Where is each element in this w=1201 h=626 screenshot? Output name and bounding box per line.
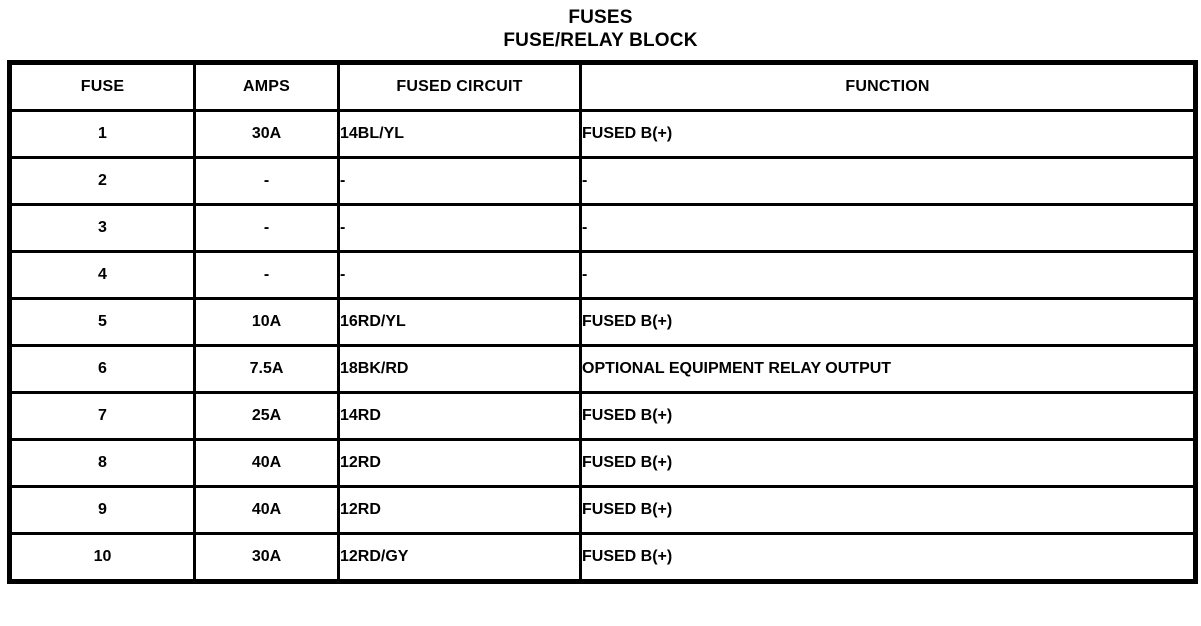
cell-function: FUSED B(+) [579, 532, 1197, 583]
column-header-circuit: FUSED CIRCUIT [337, 61, 582, 112]
cell-function: OPTIONAL EQUIPMENT RELAY OUTPUT [579, 344, 1197, 394]
cell-fuse: 2 [8, 156, 196, 206]
cell-amps: 30A [193, 532, 340, 583]
cell-fuse: 6 [8, 344, 196, 394]
cell-function: - [579, 156, 1197, 206]
cell-fuse: 1 [8, 109, 196, 159]
column-header-amps: AMPS [193, 61, 340, 112]
cell-fuse: 8 [8, 438, 196, 488]
cell-circuit: 12RD/GY [337, 532, 582, 583]
cell-function: - [579, 203, 1197, 253]
cell-amps: 30A [193, 109, 340, 159]
cell-function: FUSED B(+) [579, 109, 1197, 159]
cell-amps: 10A [193, 297, 340, 347]
cell-amps: 40A [193, 485, 340, 535]
cell-fuse: 10 [8, 532, 196, 583]
column-header-function: FUNCTION [579, 61, 1197, 112]
cell-function: FUSED B(+) [579, 391, 1197, 441]
cell-function: FUSED B(+) [579, 297, 1197, 347]
table-row: 3--- [8, 203, 1197, 253]
cell-fuse: 9 [8, 485, 196, 535]
column-header-fuse: FUSE [8, 61, 196, 112]
table-row: 2--- [8, 156, 1197, 206]
cell-circuit: 14RD [337, 391, 582, 441]
cell-circuit: - [337, 203, 582, 253]
cell-amps: - [193, 156, 340, 206]
cell-circuit: 14BL/YL [337, 109, 582, 159]
cell-amps: - [193, 250, 340, 300]
cell-fuse: 4 [8, 250, 196, 300]
cell-circuit: 12RD [337, 485, 582, 535]
cell-amps: - [193, 203, 340, 253]
cell-function: FUSED B(+) [579, 485, 1197, 535]
table-row: 4--- [8, 250, 1197, 300]
cell-fuse: 5 [8, 297, 196, 347]
cell-circuit: 18BK/RD [337, 344, 582, 394]
cell-fuse: 7 [8, 391, 196, 441]
cell-function: FUSED B(+) [579, 438, 1197, 488]
document-title: FUSES FUSE/RELAY BLOCK [0, 0, 1201, 52]
cell-amps: 25A [193, 391, 340, 441]
cell-circuit: - [337, 156, 582, 206]
cell-circuit: 12RD [337, 438, 582, 488]
cell-amps: 7.5A [193, 344, 340, 394]
cell-function: - [579, 250, 1197, 300]
title-line-secondary: FUSE/RELAY BLOCK [503, 30, 698, 51]
cell-circuit: 16RD/YL [337, 297, 582, 347]
title-line-primary: FUSES [568, 7, 633, 28]
cell-circuit: - [337, 250, 582, 300]
cell-amps: 40A [193, 438, 340, 488]
table-header: FUSE AMPS FUSED CIRCUIT FUNCTION [8, 61, 1197, 112]
table-header-row: FUSE AMPS FUSED CIRCUIT FUNCTION [8, 61, 1197, 112]
cell-fuse: 3 [8, 203, 196, 253]
